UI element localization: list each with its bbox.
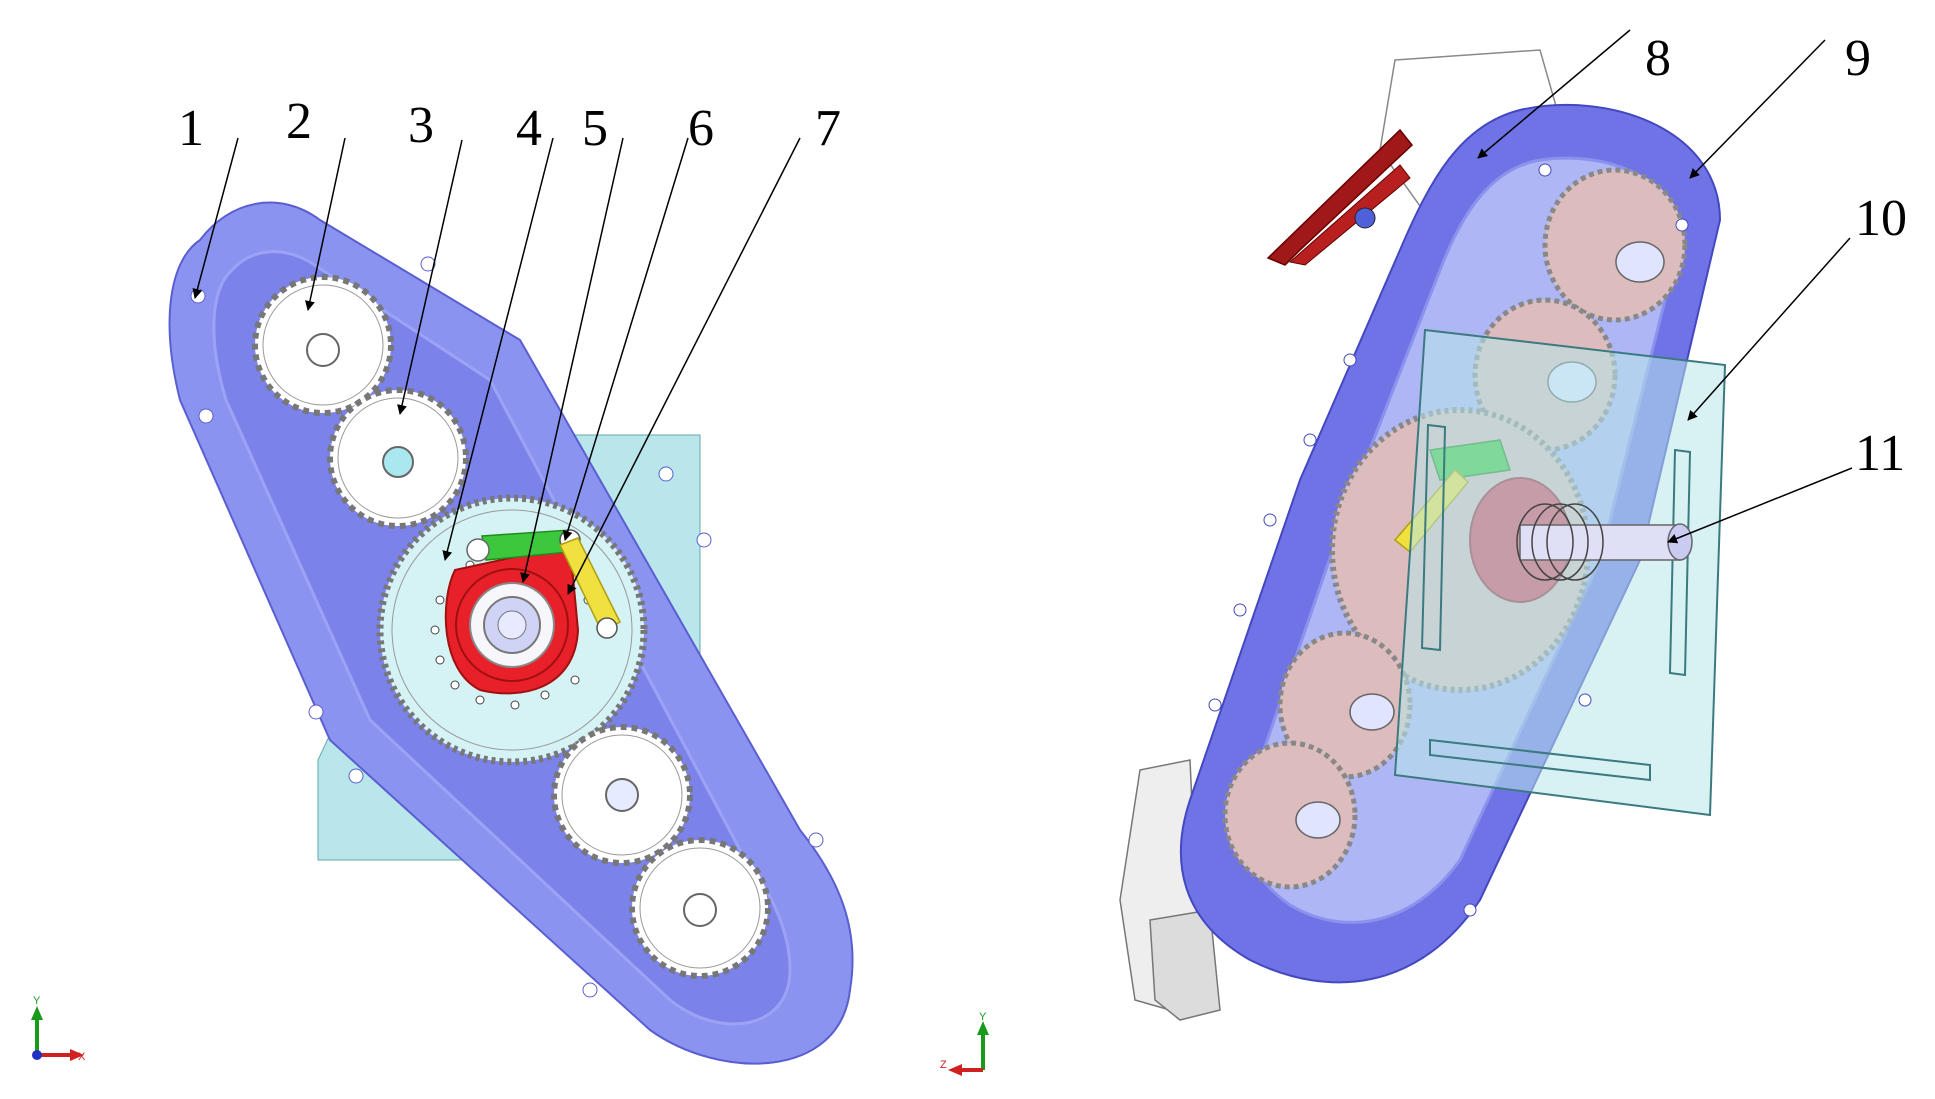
leader-5	[520, 137, 624, 583]
red-handle	[1266, 128, 1414, 266]
flange-bolt-holes	[190, 256, 824, 998]
triad-right-y-label: Y	[979, 1011, 987, 1023]
triad-right-z-label: Z	[940, 1059, 947, 1071]
callout-labels: 1 2 3 4 5 6 7 8 9 10 11	[178, 30, 1907, 482]
plate-slot-bottom	[1429, 738, 1651, 782]
transparent-plate	[1393, 328, 1727, 817]
callout-1: 1	[178, 100, 204, 157]
callout-7: 7	[815, 100, 841, 157]
triad-right: Y Z	[940, 1011, 989, 1076]
callout-6: 6	[688, 100, 714, 157]
red-handle-2	[1288, 164, 1411, 266]
callout-5: 5	[582, 100, 608, 157]
callout-2: 2	[286, 93, 312, 150]
output-shaft-end	[1667, 523, 1693, 561]
red-clutch-cam	[444, 543, 580, 695]
triad-left: Y X	[31, 995, 86, 1063]
leader-6	[562, 137, 689, 541]
callout-9: 9	[1845, 30, 1871, 87]
triad-left-y-label: Y	[33, 995, 41, 1007]
iso-gear-lower-2	[1222, 740, 1358, 890]
yellow-link-pin	[596, 617, 618, 639]
gear-lower-1	[551, 724, 693, 866]
gear-lower-2	[629, 837, 771, 979]
leader-8	[1477, 29, 1631, 159]
left-front-view	[168, 201, 854, 1065]
leader-9	[1689, 39, 1826, 179]
spring-3	[1546, 503, 1604, 581]
spring	[1516, 503, 1574, 581]
leader-4	[442, 137, 554, 561]
leader-2	[305, 137, 346, 311]
triad-left-x-label: X	[78, 1051, 86, 1063]
leader-lines	[192, 29, 1853, 595]
iso-gear-top	[1542, 167, 1688, 323]
callout-8: 8	[1645, 30, 1671, 87]
leader-7	[567, 137, 801, 595]
right-isometric-view	[1119, 49, 1727, 1021]
gear-3	[327, 387, 469, 529]
gear-2	[252, 274, 394, 416]
callout-11: 11	[1855, 425, 1905, 482]
handle-knob	[1354, 207, 1376, 229]
leader-11	[1667, 467, 1853, 544]
plate-slot-left	[1420, 423, 1447, 652]
output-shaft	[1519, 524, 1681, 561]
leader-1	[192, 137, 239, 299]
iso-flange-holes	[1208, 163, 1689, 917]
callout-10: 10	[1855, 190, 1907, 247]
leader-10	[1687, 237, 1851, 421]
callout-4: 4	[516, 100, 542, 157]
green-link-pin	[466, 538, 490, 562]
spring-2	[1531, 503, 1589, 581]
plate-slot-right	[1668, 448, 1692, 677]
callout-3: 3	[408, 97, 434, 154]
leader-3	[397, 139, 463, 415]
